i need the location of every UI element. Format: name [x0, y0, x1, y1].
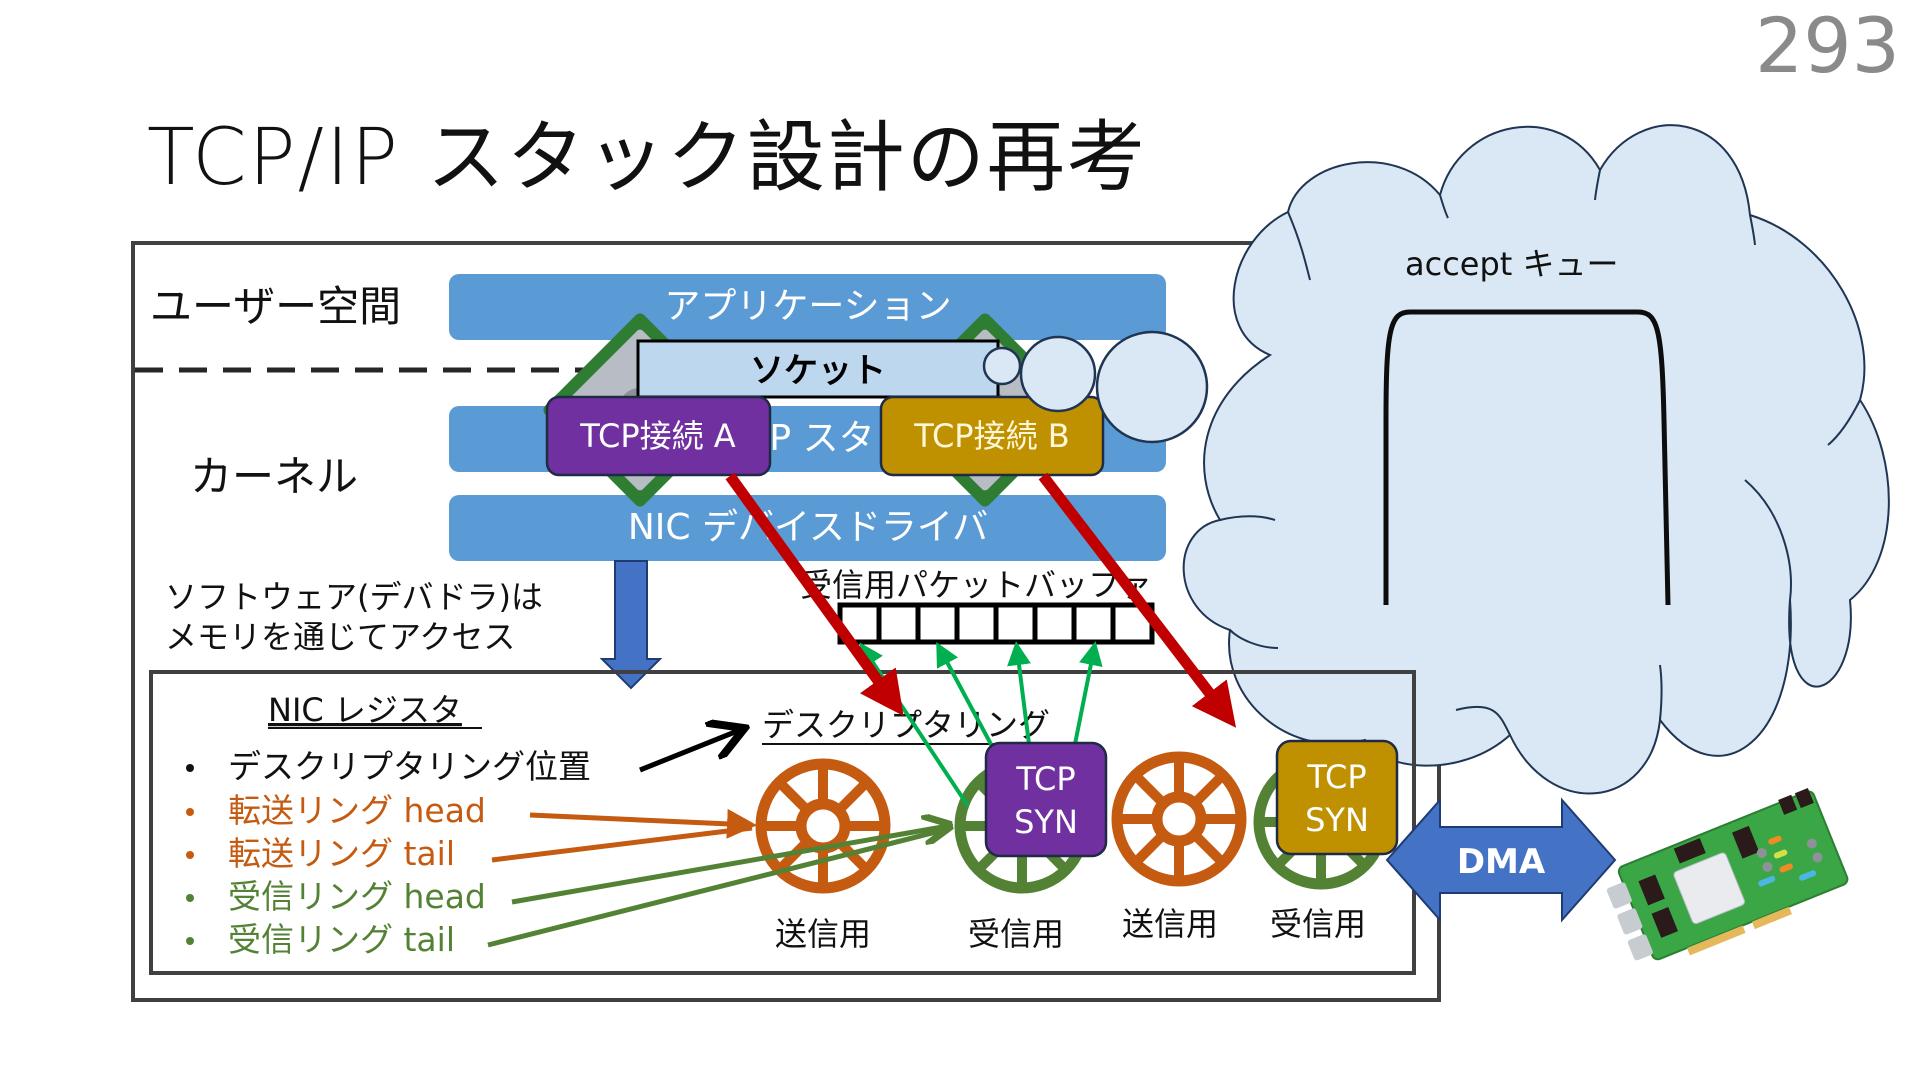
bullet-dot — [186, 808, 194, 816]
nic-register-item: 受信リング head — [186, 877, 486, 916]
nic-card-icon — [1606, 788, 1849, 961]
ring-position-arrow — [639, 730, 740, 773]
accept-queue-label: accept キュー — [1405, 245, 1619, 283]
buffer-cell — [1071, 602, 1116, 645]
nic-register-item: 転送リング tail — [186, 834, 455, 873]
nic-register-item-label: デスクリプタリング位置 — [228, 747, 591, 786]
tcp-syn-b-line1: TCP — [1306, 758, 1366, 796]
software-note-line2: メモリを通じてアクセス — [165, 618, 515, 656]
rx-buffer-pointer-arrow — [1007, 641, 1031, 745]
buffer-cell — [993, 602, 1038, 645]
nic-driver-bar — [449, 495, 1166, 561]
accept-queue-cloud — [1182, 124, 1890, 795]
ring-label: 受信用 — [968, 915, 1064, 953]
tcp-connection-b — [879, 395, 1105, 477]
nic-register-item: デスクリプタリング位置 — [186, 747, 591, 786]
kernel-label: カーネル — [190, 452, 358, 501]
tcpip-stack-bar-label: P スタ — [769, 418, 874, 459]
descriptor-ring-tx: 送信用 — [1117, 757, 1241, 943]
tcp-connection-a — [545, 395, 772, 477]
buffer-cell — [876, 602, 921, 645]
user-space-label: ユーザー空間 — [150, 282, 401, 331]
descriptor-ring-tx: 送信用 — [761, 764, 885, 953]
buffer-cell — [954, 602, 999, 645]
bullet-dot — [186, 851, 194, 859]
rx-packet-buffer-label: 受信用パケットバッファ — [800, 566, 1152, 604]
nic-register-item: 転送リング head — [186, 791, 486, 830]
connection-b-to-ring-arrow — [1038, 472, 1237, 728]
thought-bubble-large — [1095, 330, 1209, 444]
application-bar-label: アプリケーション — [664, 286, 951, 327]
driver-to-nic-arrow — [599, 560, 663, 690]
nic-register-item-label: 受信リング tail — [228, 920, 455, 959]
connection-a-to-ring-arrow — [725, 472, 904, 717]
tx-tail-arrow — [491, 825, 753, 863]
ring-label: 送信用 — [1122, 905, 1218, 943]
descriptor-ring-rx: 受信用 — [1259, 760, 1383, 943]
nic-register-box — [149, 670, 1416, 975]
nic-register-title: NIC レジスタ — [268, 691, 462, 729]
socket-box — [636, 339, 1000, 399]
descriptor-ring-rx: 受信用 — [960, 764, 1084, 953]
thought-bubble-small — [982, 346, 1022, 386]
ring-label: 受信用 — [1270, 905, 1366, 943]
nic-register-item-label: 受信リング head — [228, 877, 486, 916]
rx-packet-buffer — [837, 602, 1155, 645]
rx-tail-arrow — [487, 826, 949, 948]
tcp-connection-b-label: TCP接続 B — [913, 417, 1069, 455]
page-number: 293 — [1755, 1, 1900, 90]
bullet-dot — [186, 764, 194, 772]
tx-head-arrow — [529, 808, 757, 839]
nic-register-item-label: 転送リング head — [228, 791, 486, 830]
tcp-syn-box-b — [1275, 739, 1399, 856]
nic-driver-bar-label: NIC デバイスドライバ — [628, 507, 988, 548]
buffer-cell — [915, 602, 960, 645]
tcp-connection-a-label: TCP接続 A — [579, 417, 735, 455]
slide-title: TCP/IP スタック設計の再考 — [147, 113, 1147, 203]
nic-register-item: 受信リング tail — [186, 920, 455, 959]
ring-wheel-icon — [1117, 757, 1241, 881]
descriptor-rings: 送信用 受信用 送信用 受信用 — [761, 757, 1383, 953]
software-note-line1: ソフトウェア(デバドラ)は — [165, 578, 543, 616]
tcp-syn-a-line2: SYN — [1014, 803, 1078, 841]
rx-head-arrow — [511, 826, 948, 905]
rx-buffer-pointer-arrow — [1073, 641, 1103, 745]
accept-queue-container — [1383, 309, 1671, 606]
socket-label: ソケット — [750, 351, 886, 391]
dma-arrow — [1385, 797, 1617, 923]
nic-register-item-label: 転送リング tail — [228, 834, 455, 873]
bullet-dot — [186, 894, 194, 902]
thought-bubble-medium — [1019, 335, 1097, 413]
ring-label: 送信用 — [775, 915, 871, 953]
bullet-dot — [186, 937, 194, 945]
rx-buffer-pointer-arrow — [936, 641, 995, 749]
tcp-syn-b-line2: SYN — [1305, 801, 1369, 839]
dma-label: DMA — [1457, 842, 1546, 882]
tcp-syn-a-line1: TCP — [1015, 760, 1075, 798]
buffer-cell — [1032, 602, 1077, 645]
tcp-syn-box-a — [984, 741, 1108, 858]
